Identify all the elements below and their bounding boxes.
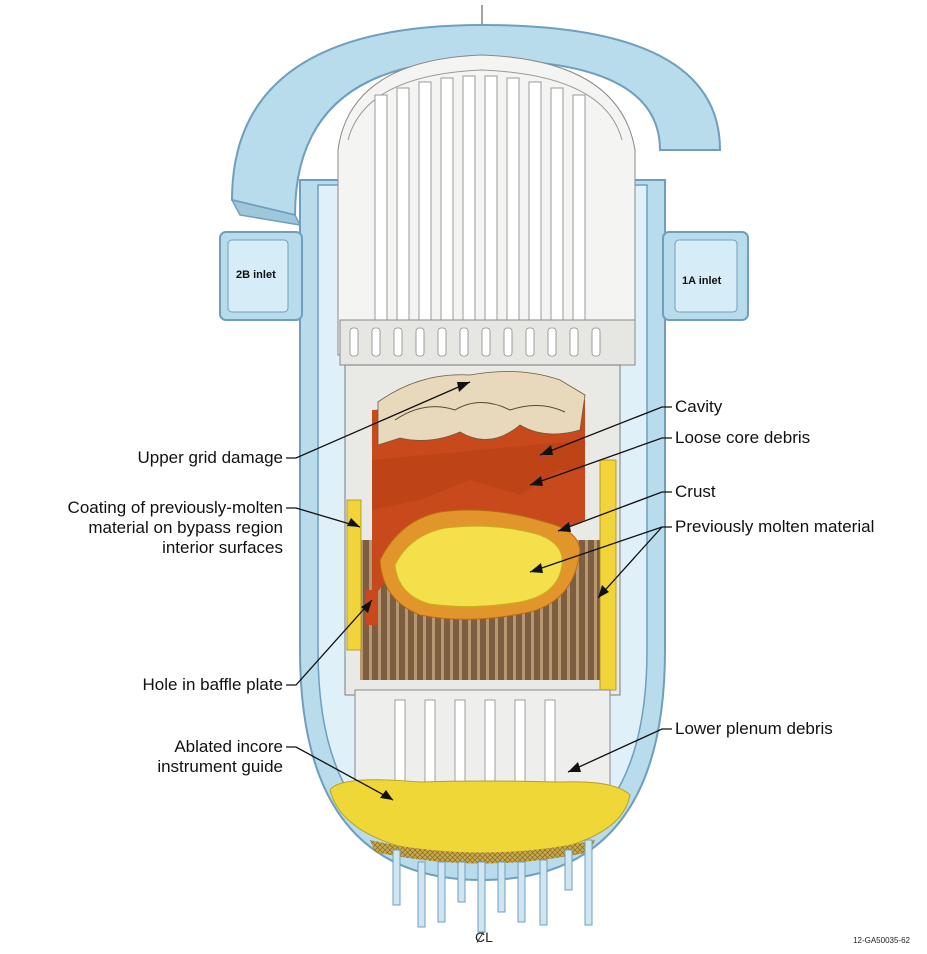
label-upper-grid-damage: Upper grid damage [137,448,283,467]
label-lower-plenum-debris: Lower plenum debris [675,719,833,738]
label-coating-line2: material on bypass region [88,518,283,537]
centerline-symbol: ȻL [475,929,493,945]
label-1a-inlet: 1A inlet [682,275,722,287]
label-loose-core-debris: Loose core debris [675,428,810,447]
upper-internals [338,55,635,365]
label-previously-molten-material: Previously molten material [675,517,874,536]
label-hole-in-baffle-plate: Hole in baffle plate [142,675,283,694]
label-ablated-line1: Ablated incore [174,737,283,756]
label-2b-inlet: 2B inlet [236,269,276,281]
label-coating-line1: Coating of previously-molten [68,498,283,517]
label-crust: Crust [675,482,716,501]
figure-code: 12-GA50035-62 [853,936,910,945]
label-coating-line3: interior surfaces [162,538,283,557]
label-ablated-line2: instrument guide [157,757,283,776]
bypass-coating-right [600,460,616,690]
label-cavity: Cavity [675,397,723,416]
